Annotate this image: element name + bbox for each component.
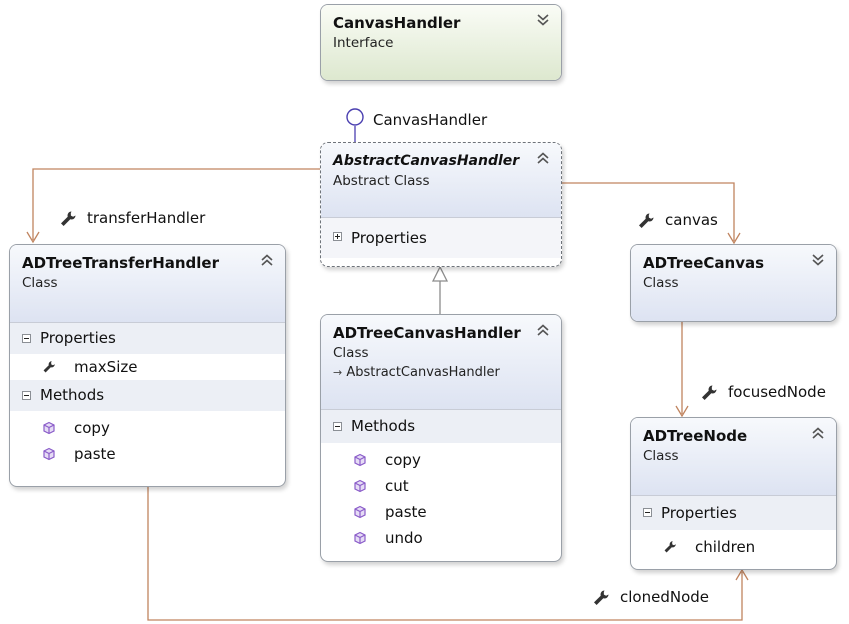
cloned-node-connector xyxy=(147,487,743,621)
class-header: CanvasHandler Interface xyxy=(321,5,561,80)
class-name: AbstractCanvasHandler xyxy=(333,153,520,169)
wrench-icon xyxy=(59,210,77,228)
class-header: ADTreeCanvasHandler Class → AbstractCanv… xyxy=(321,315,561,410)
adtree-canvas-handler-class[interactable]: ADTreeCanvasHandler Class → AbstractCanv… xyxy=(320,314,562,562)
canvas-text: canvas xyxy=(665,211,718,229)
properties-section[interactable]: Properties xyxy=(10,323,285,354)
cube-icon xyxy=(42,447,56,461)
class-header: ADTreeCanvas Class xyxy=(631,245,836,321)
adtree-transfer-handler-class[interactable]: ADTreeTransferHandler Class Properties m… xyxy=(9,244,286,487)
class-name: ADTreeCanvasHandler xyxy=(333,324,521,342)
base-class-name: AbstractCanvasHandler xyxy=(346,365,500,380)
class-kind: Class xyxy=(22,275,58,291)
cube-icon xyxy=(353,505,367,519)
canvas-handler-interface[interactable]: CanvasHandler Interface xyxy=(320,4,562,81)
class-kind: Class xyxy=(643,448,679,464)
section-title: Properties xyxy=(40,329,116,347)
class-name: ADTreeCanvas xyxy=(643,254,765,272)
cube-icon xyxy=(353,453,367,467)
class-header: ADTreeTransferHandler Class xyxy=(10,245,285,323)
adtree-node-class[interactable]: ADTreeNode Class Properties children xyxy=(630,417,837,570)
section-title: Methods xyxy=(40,386,105,404)
wrench-icon xyxy=(663,540,677,554)
class-kind: Class xyxy=(333,345,369,361)
member-name: copy xyxy=(385,451,421,469)
transfer-handler-arrowhead xyxy=(26,231,40,244)
inheritance-arrowhead xyxy=(431,265,449,282)
method-item[interactable]: undo xyxy=(321,525,561,551)
expand-icon[interactable] xyxy=(811,253,825,267)
collapse-icon[interactable] xyxy=(536,323,550,337)
cube-icon xyxy=(353,531,367,545)
lollipop-label: CanvasHandler xyxy=(373,111,488,129)
collapse-icon[interactable] xyxy=(536,151,550,165)
canvas-arrowhead xyxy=(727,232,741,245)
expand-section-icon[interactable] xyxy=(333,232,342,241)
transfer-handler-connector xyxy=(32,168,320,240)
member-name: cut xyxy=(385,477,409,495)
collapse-icon[interactable] xyxy=(811,426,825,440)
wrench-icon xyxy=(42,360,56,374)
class-name: ADTreeTransferHandler xyxy=(22,254,219,272)
adtree-canvas-class[interactable]: ADTreeCanvas Class xyxy=(630,244,837,322)
inherits-icon: → xyxy=(333,366,343,379)
transfer-handler-label: transferHandler xyxy=(59,208,205,228)
method-item[interactable]: copy xyxy=(10,415,285,441)
wrench-icon xyxy=(637,212,655,230)
collapse-section-icon[interactable] xyxy=(22,391,31,400)
methods-section[interactable]: Methods xyxy=(10,380,285,411)
property-item[interactable]: maxSize xyxy=(10,354,285,380)
member-name: children xyxy=(695,538,756,556)
method-item[interactable]: cut xyxy=(321,473,561,499)
methods-section[interactable]: Methods xyxy=(321,410,561,443)
abstract-canvas-handler-class[interactable]: AbstractCanvasHandler Abstract Class Pro… xyxy=(320,142,562,267)
class-kind: Class xyxy=(643,275,679,291)
member-name: undo xyxy=(385,529,423,547)
expand-icon[interactable] xyxy=(536,13,550,27)
method-item[interactable]: paste xyxy=(10,441,285,467)
method-item[interactable]: paste xyxy=(321,499,561,525)
section-title: Methods xyxy=(351,417,416,435)
canvas-connector xyxy=(561,182,735,241)
class-kind: Abstract Class xyxy=(333,173,430,189)
section-title: Properties xyxy=(661,504,737,522)
cloned-node-label: clonedNode xyxy=(592,587,709,607)
collapse-section-icon[interactable] xyxy=(333,422,342,431)
cube-icon xyxy=(353,479,367,493)
collapse-section-icon[interactable] xyxy=(22,334,31,343)
collapse-section-icon[interactable] xyxy=(643,508,652,517)
base-class: → AbstractCanvasHandler xyxy=(333,363,549,383)
wrench-icon xyxy=(700,384,718,402)
section-title: Properties xyxy=(351,229,427,247)
class-name: ADTreeNode xyxy=(643,427,748,445)
member-name: maxSize xyxy=(74,358,138,376)
canvas-label: canvas xyxy=(637,210,718,230)
wrench-icon xyxy=(592,589,610,607)
property-item[interactable]: children xyxy=(631,534,836,560)
class-kind: Interface xyxy=(333,35,394,51)
class-header: AbstractCanvasHandler Abstract Class xyxy=(321,143,561,218)
focused-node-arrowhead xyxy=(675,405,689,418)
properties-section[interactable]: Properties xyxy=(631,496,836,530)
member-name: paste xyxy=(74,445,116,463)
transfer-handler-text: transferHandler xyxy=(87,209,206,227)
class-name: CanvasHandler xyxy=(333,14,461,32)
member-name: paste xyxy=(385,503,427,521)
member-name: copy xyxy=(74,419,110,437)
class-header: ADTreeNode Class xyxy=(631,418,836,496)
lollipop-icon xyxy=(346,108,364,126)
cloned-node-arrowhead xyxy=(735,568,749,581)
focused-node-label: focusedNode xyxy=(700,382,826,402)
cube-icon xyxy=(42,421,56,435)
focused-node-text: focusedNode xyxy=(728,383,826,401)
collapse-icon[interactable] xyxy=(260,253,274,267)
method-item[interactable]: copy xyxy=(321,447,561,473)
properties-section[interactable]: Properties xyxy=(321,218,561,258)
cloned-node-text: clonedNode xyxy=(620,588,709,606)
